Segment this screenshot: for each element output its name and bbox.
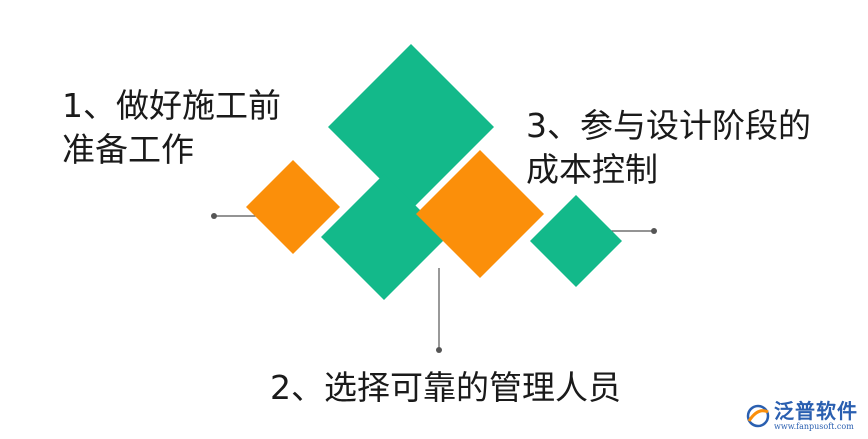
fanpu-logo-icon (746, 404, 770, 427)
step-2-label: 2、选择可靠的管理人员 (270, 368, 621, 407)
connector-dot-left (211, 213, 217, 219)
step-1-line-2: 准备工作 (62, 130, 194, 169)
diamond-orange-large (416, 150, 544, 278)
step-1-line-1: 1、做好施工前 (62, 86, 281, 125)
brand-logo: 泛普软件 www.fanpusoft.com (745, 400, 858, 431)
diamond-green-large (328, 44, 494, 210)
step-3-line-2: 成本控制 (526, 150, 658, 189)
diamond-green-small (530, 195, 622, 287)
connector-dot-right (651, 228, 657, 234)
connector-dot-bottom (436, 347, 442, 353)
diamond-green-middle (321, 174, 447, 300)
logo-name: 泛普软件 (774, 399, 858, 423)
step-3-line-1: 3、参与设计阶段的 (526, 106, 811, 145)
diamond-orange-small (246, 160, 340, 254)
step-3-label: 3、参与设计阶段的 成本控制 (526, 104, 811, 192)
step-1-label: 1、做好施工前 准备工作 (62, 84, 281, 172)
logo-url: www.fanpusoft.com (774, 422, 854, 431)
